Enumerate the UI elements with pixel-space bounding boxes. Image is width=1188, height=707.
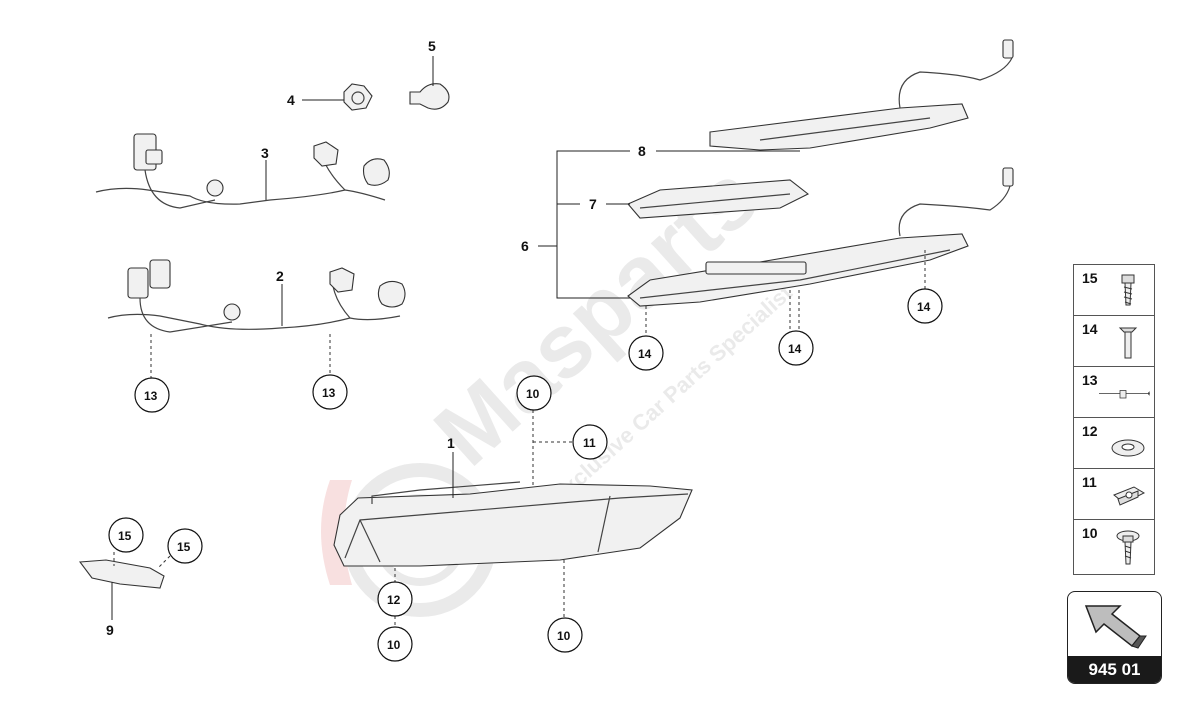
svg-text:10: 10 — [387, 638, 401, 652]
bolt-icon — [1118, 327, 1138, 359]
wiring-harness-2: 2 — [107, 259, 406, 380]
bulb-part: 5 — [409, 38, 450, 110]
legend-row-14: 14 — [1074, 316, 1154, 367]
daytime-light-strip-8: 8 — [638, 39, 1014, 159]
diagram-reference-badge: 945 01 — [1067, 591, 1162, 684]
svg-text:13: 13 — [144, 389, 158, 403]
label-6: 6 — [521, 238, 529, 254]
side-marker-9: 9 — [78, 552, 171, 638]
legend-number: 12 — [1082, 423, 1098, 439]
callout-12: 12 — [377, 581, 413, 617]
label-8: 8 — [638, 143, 646, 159]
svg-text:12: 12 — [387, 593, 401, 607]
lens-strip-7: 7 — [589, 179, 810, 219]
label-3: 3 — [261, 145, 269, 161]
label-2: 2 — [276, 268, 284, 284]
svg-text:14: 14 — [917, 300, 931, 314]
svg-text:14: 14 — [638, 347, 652, 361]
legend-row-11: 11 — [1074, 469, 1154, 520]
label-1: 1 — [447, 435, 455, 451]
callout-14-left: 14 — [628, 335, 664, 371]
svg-text:11: 11 — [583, 436, 596, 450]
legend-number: 14 — [1082, 321, 1098, 337]
callout-10-bottom-left: 10 — [377, 626, 413, 662]
legend-row-12: 12 — [1074, 418, 1154, 469]
label-4: 4 — [287, 92, 295, 108]
light-assembly-6: 6 — [521, 150, 1014, 336]
flange-screw-icon — [1116, 530, 1140, 565]
wiring-harness-3: 3 — [95, 133, 390, 209]
screw-icon — [1121, 274, 1135, 306]
callout-15-right: 15 — [167, 528, 203, 564]
socket-part: 4 — [287, 83, 373, 111]
callout-15-left: 15 — [108, 517, 144, 553]
legend-number: 15 — [1082, 270, 1098, 286]
arrow-icon — [1084, 605, 1147, 649]
label-5: 5 — [428, 38, 436, 54]
legend-row-15: 15 — [1074, 265, 1154, 316]
cable-tie-icon — [1099, 390, 1150, 399]
svg-text:15: 15 — [177, 540, 191, 554]
clip-nut-icon — [1113, 486, 1146, 506]
legend-number: 11 — [1082, 474, 1097, 490]
callout-14-mid: 14 — [778, 330, 814, 366]
svg-text:10: 10 — [557, 629, 571, 643]
svg-text:15: 15 — [118, 529, 132, 543]
legend-row-13: 13 — [1074, 367, 1154, 418]
svg-text:14: 14 — [788, 342, 802, 356]
label-9: 9 — [106, 622, 114, 638]
callout-13-right: 13 — [312, 374, 348, 410]
diagram-code: 945 01 — [1068, 656, 1161, 683]
fastener-legend: 15 14 13 12 11 — [1073, 264, 1155, 575]
legend-number: 10 — [1082, 525, 1098, 541]
callout-11: 11 — [572, 424, 608, 460]
legend-row-10: 10 — [1074, 520, 1154, 571]
callout-10-top: 10 — [516, 375, 552, 411]
callout-13-left: 13 — [134, 377, 170, 413]
legend-number: 13 — [1082, 372, 1098, 388]
callout-14-right: 14 — [907, 288, 943, 324]
headlight-part-1: 1 — [333, 410, 693, 628]
svg-text:10: 10 — [526, 387, 540, 401]
washer-icon — [1111, 439, 1145, 457]
label-7: 7 — [589, 196, 597, 212]
callout-10-bottom-right: 10 — [547, 617, 583, 653]
svg-text:13: 13 — [322, 386, 336, 400]
